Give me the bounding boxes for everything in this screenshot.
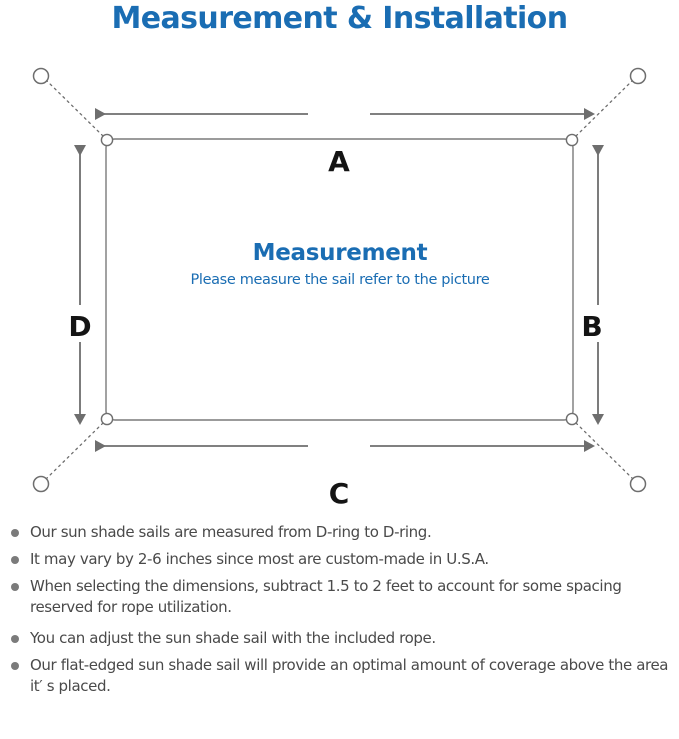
list-item: You can adjust the sun shade sail with t… <box>0 628 679 649</box>
list-item-text: When selecting the dimensions, subtract … <box>30 577 622 616</box>
list-item-text: Our flat-edged sun shade sail will provi… <box>30 656 669 695</box>
anchor-point-bottom-left <box>32 475 50 493</box>
rope-line-top-left <box>44 78 104 137</box>
anchor-point-top-right <box>629 67 647 85</box>
diagram-canvas <box>32 67 647 493</box>
dimension-label-a: A <box>328 145 350 178</box>
list-item: Our flat-edged sun shade sail will provi… <box>0 655 679 697</box>
dimension-label-c: C <box>328 477 350 510</box>
list-item: It may vary by 2-6 inches since most are… <box>0 549 679 570</box>
list-item-text: You can adjust the sun shade sail with t… <box>30 629 436 647</box>
rope-line-top-right <box>575 78 635 137</box>
d-ring-top-left <box>100 133 114 147</box>
bullet-icon <box>11 529 19 537</box>
list-item: When selecting the dimensions, subtract … <box>0 576 679 618</box>
anchor-point-top-left <box>32 67 50 85</box>
d-ring-bottom-right <box>565 412 579 426</box>
list-item-text: Our sun shade sails are measured from D-… <box>30 523 432 541</box>
anchor-point-bottom-right <box>629 475 647 493</box>
bullet-icon <box>11 635 19 643</box>
dimension-label-d: D <box>68 310 92 343</box>
measurement-diagram: Measurement Please measure the sail refe… <box>0 52 679 522</box>
d-ring-bottom-left <box>100 412 114 426</box>
dimension-label-b: B <box>581 310 603 343</box>
page-title: Measurement & Installation <box>111 1 569 36</box>
list-item-text: It may vary by 2-6 inches since most are… <box>30 550 489 568</box>
bullet-icon <box>11 662 19 670</box>
d-ring-top-right <box>565 133 579 147</box>
rope-line-bottom-left <box>44 422 104 481</box>
sail-rectangle <box>105 138 574 421</box>
notes-list: Our sun shade sails are measured from D-… <box>0 522 679 707</box>
list-item: Our sun shade sails are measured from D-… <box>0 522 679 543</box>
bullet-icon <box>11 583 19 591</box>
rope-line-bottom-right <box>575 422 635 481</box>
bullet-icon <box>11 556 19 564</box>
